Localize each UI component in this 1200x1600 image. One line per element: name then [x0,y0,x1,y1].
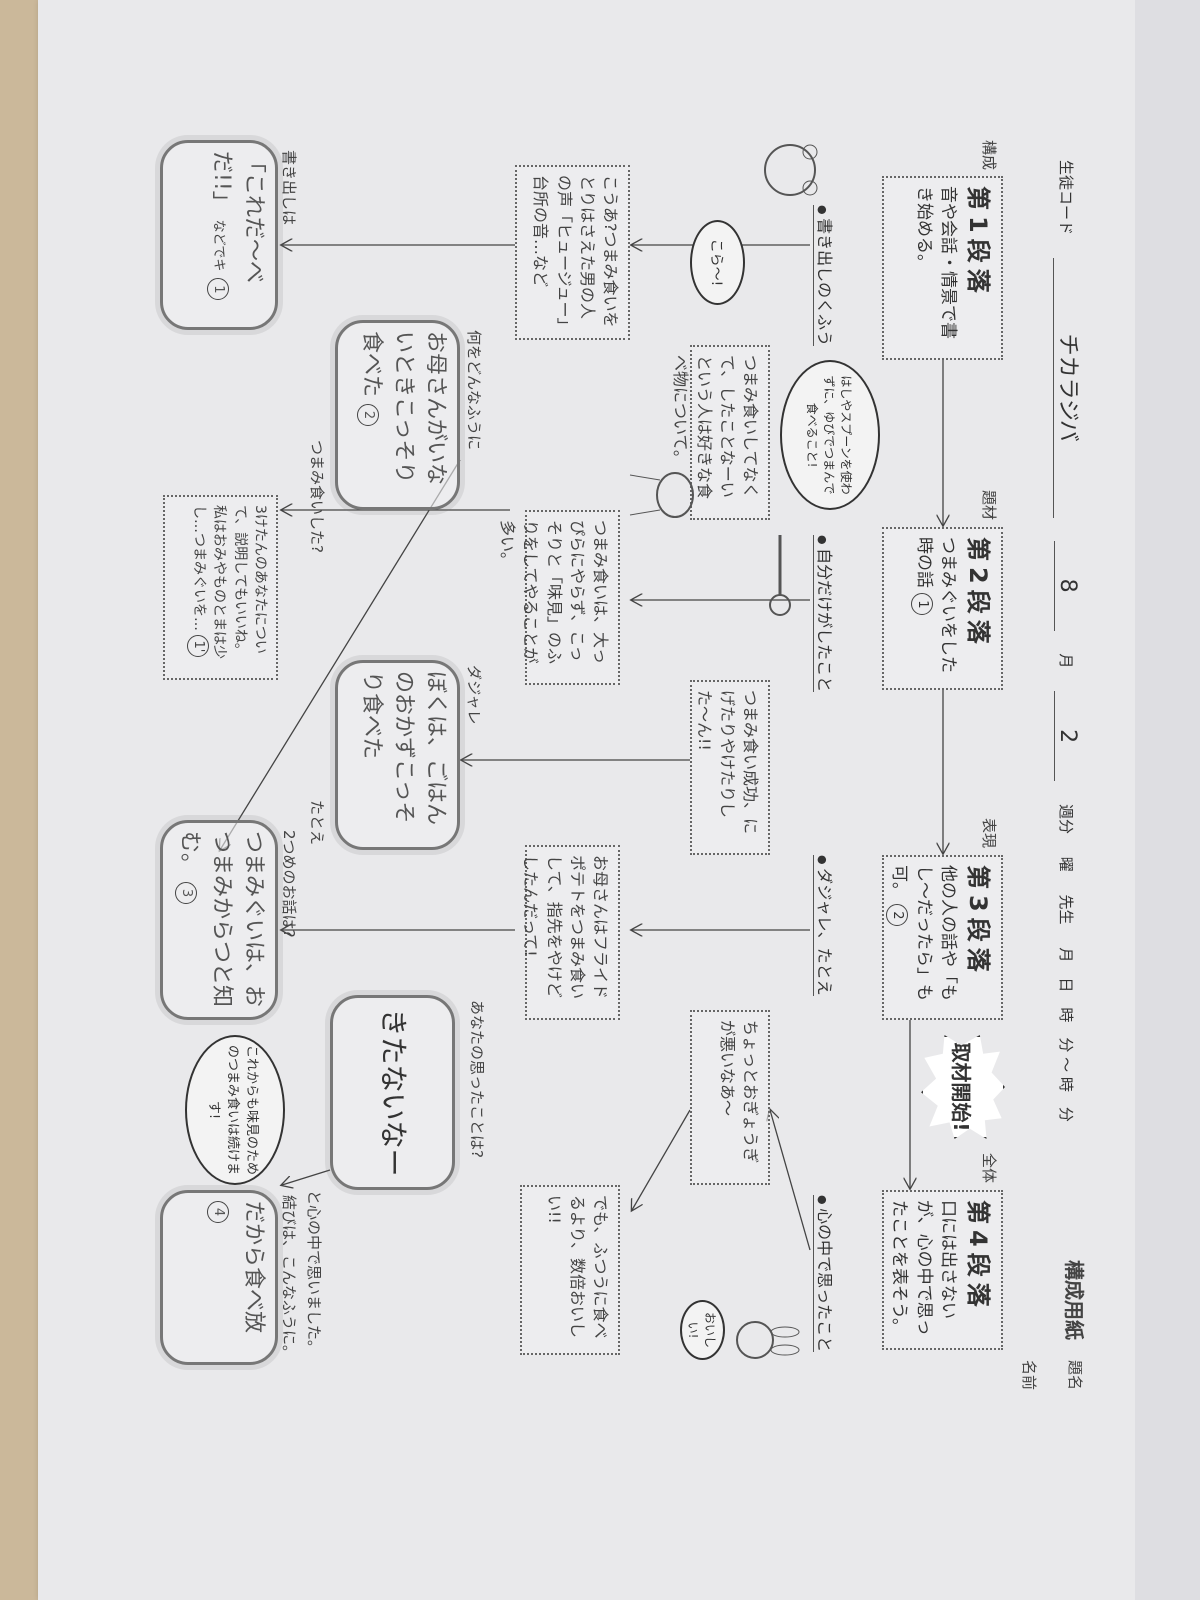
bullet-puns-metaphors: ダジャレ、たとえ [813,855,838,996]
arrow-b4-r2 [770,1110,811,1251]
paragraph-instruction: 口には出さないが、心の中で思ったことを表そう。 [888,1200,959,1336]
note-box: お母さんはフライドポテトをつまみ食いして、指先をやけどしたんだって! [521,845,620,1020]
paragraph-marker: 構成 [980,140,998,171]
dog-doodle-icon [629,472,694,518]
answer-cloud-3: つまみぐいは、おつまみからつと知む。 3 [160,820,278,1020]
bear-doodle-icon [764,144,818,196]
composition-sheet: 生徒コード チカラジバ 8 月 2 週分 曜 先生 月 日 時 分 ～ 時 分 … [110,110,1100,1440]
number-circle: 1' [187,635,210,658]
speech-bubble: これからも味見のためのつまみ食いは続けます! [185,1035,285,1185]
student-code-field[interactable]: チカラジバ [1053,257,1086,518]
note-box: つまみ食いは、大っぴらにやらず、こっそりと「味見」のふりをしてやることが多い。 [498,510,620,685]
number-circle: 1 [910,593,933,616]
prompt-label: 何をどんなふうに [465,330,483,451]
answer-suffix: などでキ [211,219,227,272]
teacher-label: 先生 [1057,894,1075,925]
bullet-opening-tips: 書き出しのくふう [813,205,838,347]
arrow-c3-r5 [282,1169,331,1185]
rabbit-doodle-icon [736,1321,800,1359]
note-box: こうあ?つまみ食いをとりはさえた男の人の声「ヒュージュー」台所の音…など [515,165,630,340]
prompt-label: たとえ [308,800,326,846]
prompt-label: 結びは、こんなふうに。 [280,1195,298,1361]
week-field[interactable]: 2 [1054,691,1080,782]
speech-bubble: こら〜! [690,220,745,305]
form-title: 構成用紙 [1062,1260,1086,1340]
number-circle: 4 [207,1201,230,1223]
note-box: つまみ食い成功、にげたりやけたりした〜ん!! [690,680,770,855]
paragraph-marker: 表現 [980,818,998,849]
day-label: 曜 [1057,856,1075,872]
bullet-inner-thoughts: 心の中で思ったこと [813,1195,838,1353]
connector-arrows [110,110,1100,1251]
paragraph-3-box: 第3段落 他の人の話や「もし〜だったら」も可。 2 [882,855,1003,1020]
paragraph-2-box: 第2段落 つまみぐいをした時の話 1 [882,527,1003,690]
note-box: ちょっとおぎょうぎが悪いなあ〜 [690,1010,770,1185]
answer-cloud: ぼくは、ごはんのおかずこっそり食べた [335,660,460,850]
paragraph-marker: 題材 [980,490,998,521]
definition-bubble: はしやスプーンを使わずに、ゆびでつまんで食べること! [780,360,880,510]
paragraph-heading: 第1段落 [964,186,992,299]
header-row: 生徒コード チカラジバ 8 月 2 週分 曜 先生 月 日 時 分 ～ 時 分 [1053,160,1086,1140]
answer-text: つまみぐいは、おつまみからつと知む。 [177,831,266,1008]
number-circle: 2 [357,404,380,427]
paragraph-heading: 第4段落 [964,1200,992,1313]
month-label: 月 [1057,653,1075,669]
answer-cloud: きたないなー [330,995,455,1190]
prompt-label: と心の中で思いました。 [305,1190,323,1356]
prompt-label: 2つめのお話は? [280,830,298,938]
paragraph-4-box: 第4段落 口には出さないが、心の中で思ったことを表そう。 [882,1190,1003,1350]
name-field-label: 名前 [1020,1360,1038,1391]
paragraph-instruction: 音や会話・情景で書き始める。 [913,186,959,339]
number-circle: 2 [885,904,908,927]
paragraph-instruction: 他の人の話や「もし〜だったら」も可。 [888,865,959,1001]
month-field[interactable]: 8 [1054,540,1080,631]
number-circle: 1 [207,278,230,301]
paragraph-heading: 第3段落 [964,865,992,978]
student-code-label: 生徒コード [1057,160,1075,236]
answer-cloud-1: 「これだ〜べだ!!」 などでキ 1 [160,140,278,330]
spoon-icon [769,535,791,616]
prompt-label: 書き出しは [280,150,298,226]
paper-edge [1135,0,1200,1600]
paragraph-heading: 第2段落 [964,537,992,650]
note-box-1prime: 3けたんのあなたについて、説明してもいいね。私はおみやものとまは少し…つまみぐい… [163,495,278,680]
paragraph-marker: 全体 [980,1153,998,1184]
week-label: 週分 [1057,803,1075,834]
note-box: でも、ふつうに食べるより、数倍おいしい!! [520,1185,620,1355]
number-circle: 3 [175,882,198,905]
answer-cloud-2: お母さんがいないときこっそり食べた 2 [335,320,460,510]
paragraph-1-box: 第1段落 音や会話・情景で書き始める。 [882,176,1003,360]
title-field-label: 題名 [1066,1360,1084,1391]
prompt-label: ダジャレ [465,665,483,725]
arrow-r2-r3 [632,1109,691,1210]
answer-cloud-4: だから食べ放 4 [160,1190,278,1365]
bullet-own-experience: 自分だけがしたこと [813,535,838,693]
answer-text: だから食べ放 [241,1201,266,1334]
date-label: 月 日 時 分 ～ 時 分 [1057,947,1075,1122]
prompt-label: あなたの思ったことは? [468,1000,486,1158]
prompt-label: つまみ食いした? [308,440,326,553]
arrow-diag [220,459,461,850]
speech-bubble: おいしい! [680,1300,725,1360]
